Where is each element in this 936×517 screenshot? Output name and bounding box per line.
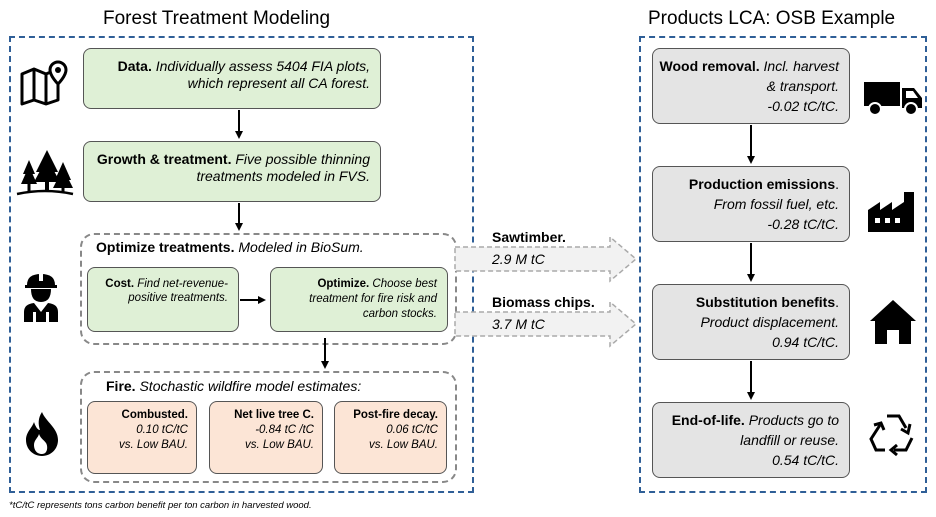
data-box-text: Individually assess 5404 FIA plots, whic… (155, 58, 370, 91)
end-of-life-box: End-of-life. Products go to landfill or … (652, 402, 850, 478)
fire-group-text: Stochastic wildfire model estimates: (139, 378, 362, 394)
combusted-value: 0.10 tC/tC (136, 424, 188, 436)
growth-box-heading: Growth & treatment. (96, 151, 232, 167)
growth-box-text: Five possible thinning treatments modele… (196, 151, 370, 184)
substitution-heading: Substitution benefits (695, 294, 836, 310)
substitution-text: Product displacement. (700, 314, 839, 330)
end-of-life-value: 0.54 tC/tC. (772, 452, 839, 468)
growth-treatment-box: Growth & treatment. Five possible thinni… (83, 141, 381, 202)
data-box: Data. Individually assess 5404 FIA plots… (83, 48, 381, 109)
post-fire-decay-box: Post-fire decay. 0.06 tC/tC vs. Low BAU. (334, 401, 447, 474)
map-icon (19, 60, 69, 110)
net-live-tree-box: Net live tree C. -0.84 tC /tC vs. Low BA… (209, 401, 323, 474)
fire-group-label: Fire. Stochastic wildfire model estimate… (106, 378, 361, 394)
recycle-icon (869, 412, 916, 461)
products-lca-panel (639, 36, 927, 493)
sawtimber-value: 2.9 M tC (492, 251, 545, 267)
biomass-label: Biomass chips. (492, 294, 595, 310)
postfire-vs: vs. Low BAU. (368, 439, 438, 451)
wood-removal-heading: Wood removal. (659, 58, 760, 74)
biomass-value: 3.7 M tC (492, 316, 545, 332)
footnote: *tC/tC represents tons carbon benefit pe… (9, 500, 312, 511)
substitution-value: 0.94 tC/tC. (772, 334, 839, 350)
production-text: From fossil fuel, etc. (713, 196, 839, 212)
optimize-group-text: Modeled in BioSum. (238, 239, 364, 255)
right-panel-title: Products LCA: OSB Example (648, 8, 896, 29)
sawtimber-flow-arrow (454, 235, 638, 283)
optimize-group-label: Optimize treatments. Modeled in BioSum. (96, 239, 364, 255)
cost-box-text: Find net-revenue-positive treatments. (128, 278, 228, 304)
optimize-box-heading: Optimize. (317, 278, 370, 290)
combusted-heading: Combusted. (121, 409, 188, 421)
trees-icon (16, 150, 74, 200)
optimize-treatments-group: Optimize treatments. Modeled in BioSum. (80, 233, 457, 345)
end-of-life-text: Products go to landfill or reuse. (740, 412, 839, 448)
net-live-value: -0.84 tC /tC (255, 424, 314, 436)
data-box-heading: Data. (117, 58, 152, 74)
fire-group-heading: Fire. (106, 378, 136, 394)
factory-icon (868, 190, 918, 237)
cost-box: Cost. Find net-revenue-positive treatmen… (87, 267, 239, 332)
wood-removal-text: Incl. harvest & transport. (763, 58, 839, 94)
production-emissions-box: Production emissions. From fossil fuel, … (652, 166, 850, 242)
combusted-box: Combusted. 0.10 tC/tC vs. Low BAU. (87, 401, 197, 474)
house-icon (870, 300, 916, 349)
combusted-vs: vs. Low BAU. (118, 439, 188, 451)
truck-icon (864, 80, 922, 121)
production-value: -0.28 tC/tC. (767, 216, 839, 232)
net-live-heading: Net live tree C. (234, 409, 314, 421)
optimize-group-heading: Optimize treatments. (96, 239, 235, 255)
wood-removal-value: -0.02 tC/tC. (767, 98, 839, 114)
end-of-life-heading: End-of-life. (671, 412, 745, 428)
substitution-benefits-box: Substitution benefits. Product displacem… (652, 284, 850, 360)
wood-removal-box: Wood removal. Incl. harvest & transport.… (652, 48, 850, 124)
fire-icon (24, 412, 60, 461)
cost-box-heading: Cost. (105, 278, 135, 290)
biomass-flow-arrow (454, 300, 638, 348)
fire-group: Fire. Stochastic wildfire model estimate… (80, 371, 457, 483)
net-live-vs: vs. Low BAU. (244, 439, 314, 451)
postfire-value: 0.06 tC/tC (386, 424, 438, 436)
production-heading: Production emissions (688, 176, 836, 192)
left-panel-title: Forest Treatment Modeling (103, 8, 331, 29)
sawtimber-label: Sawtimber. (492, 229, 566, 245)
optimize-box-text: Choose best treatment for fire risk and … (309, 278, 437, 320)
postfire-heading: Post-fire decay. (353, 409, 438, 421)
worker-icon (22, 272, 60, 327)
optimize-box: Optimize. Choose best treatment for fire… (270, 267, 448, 332)
